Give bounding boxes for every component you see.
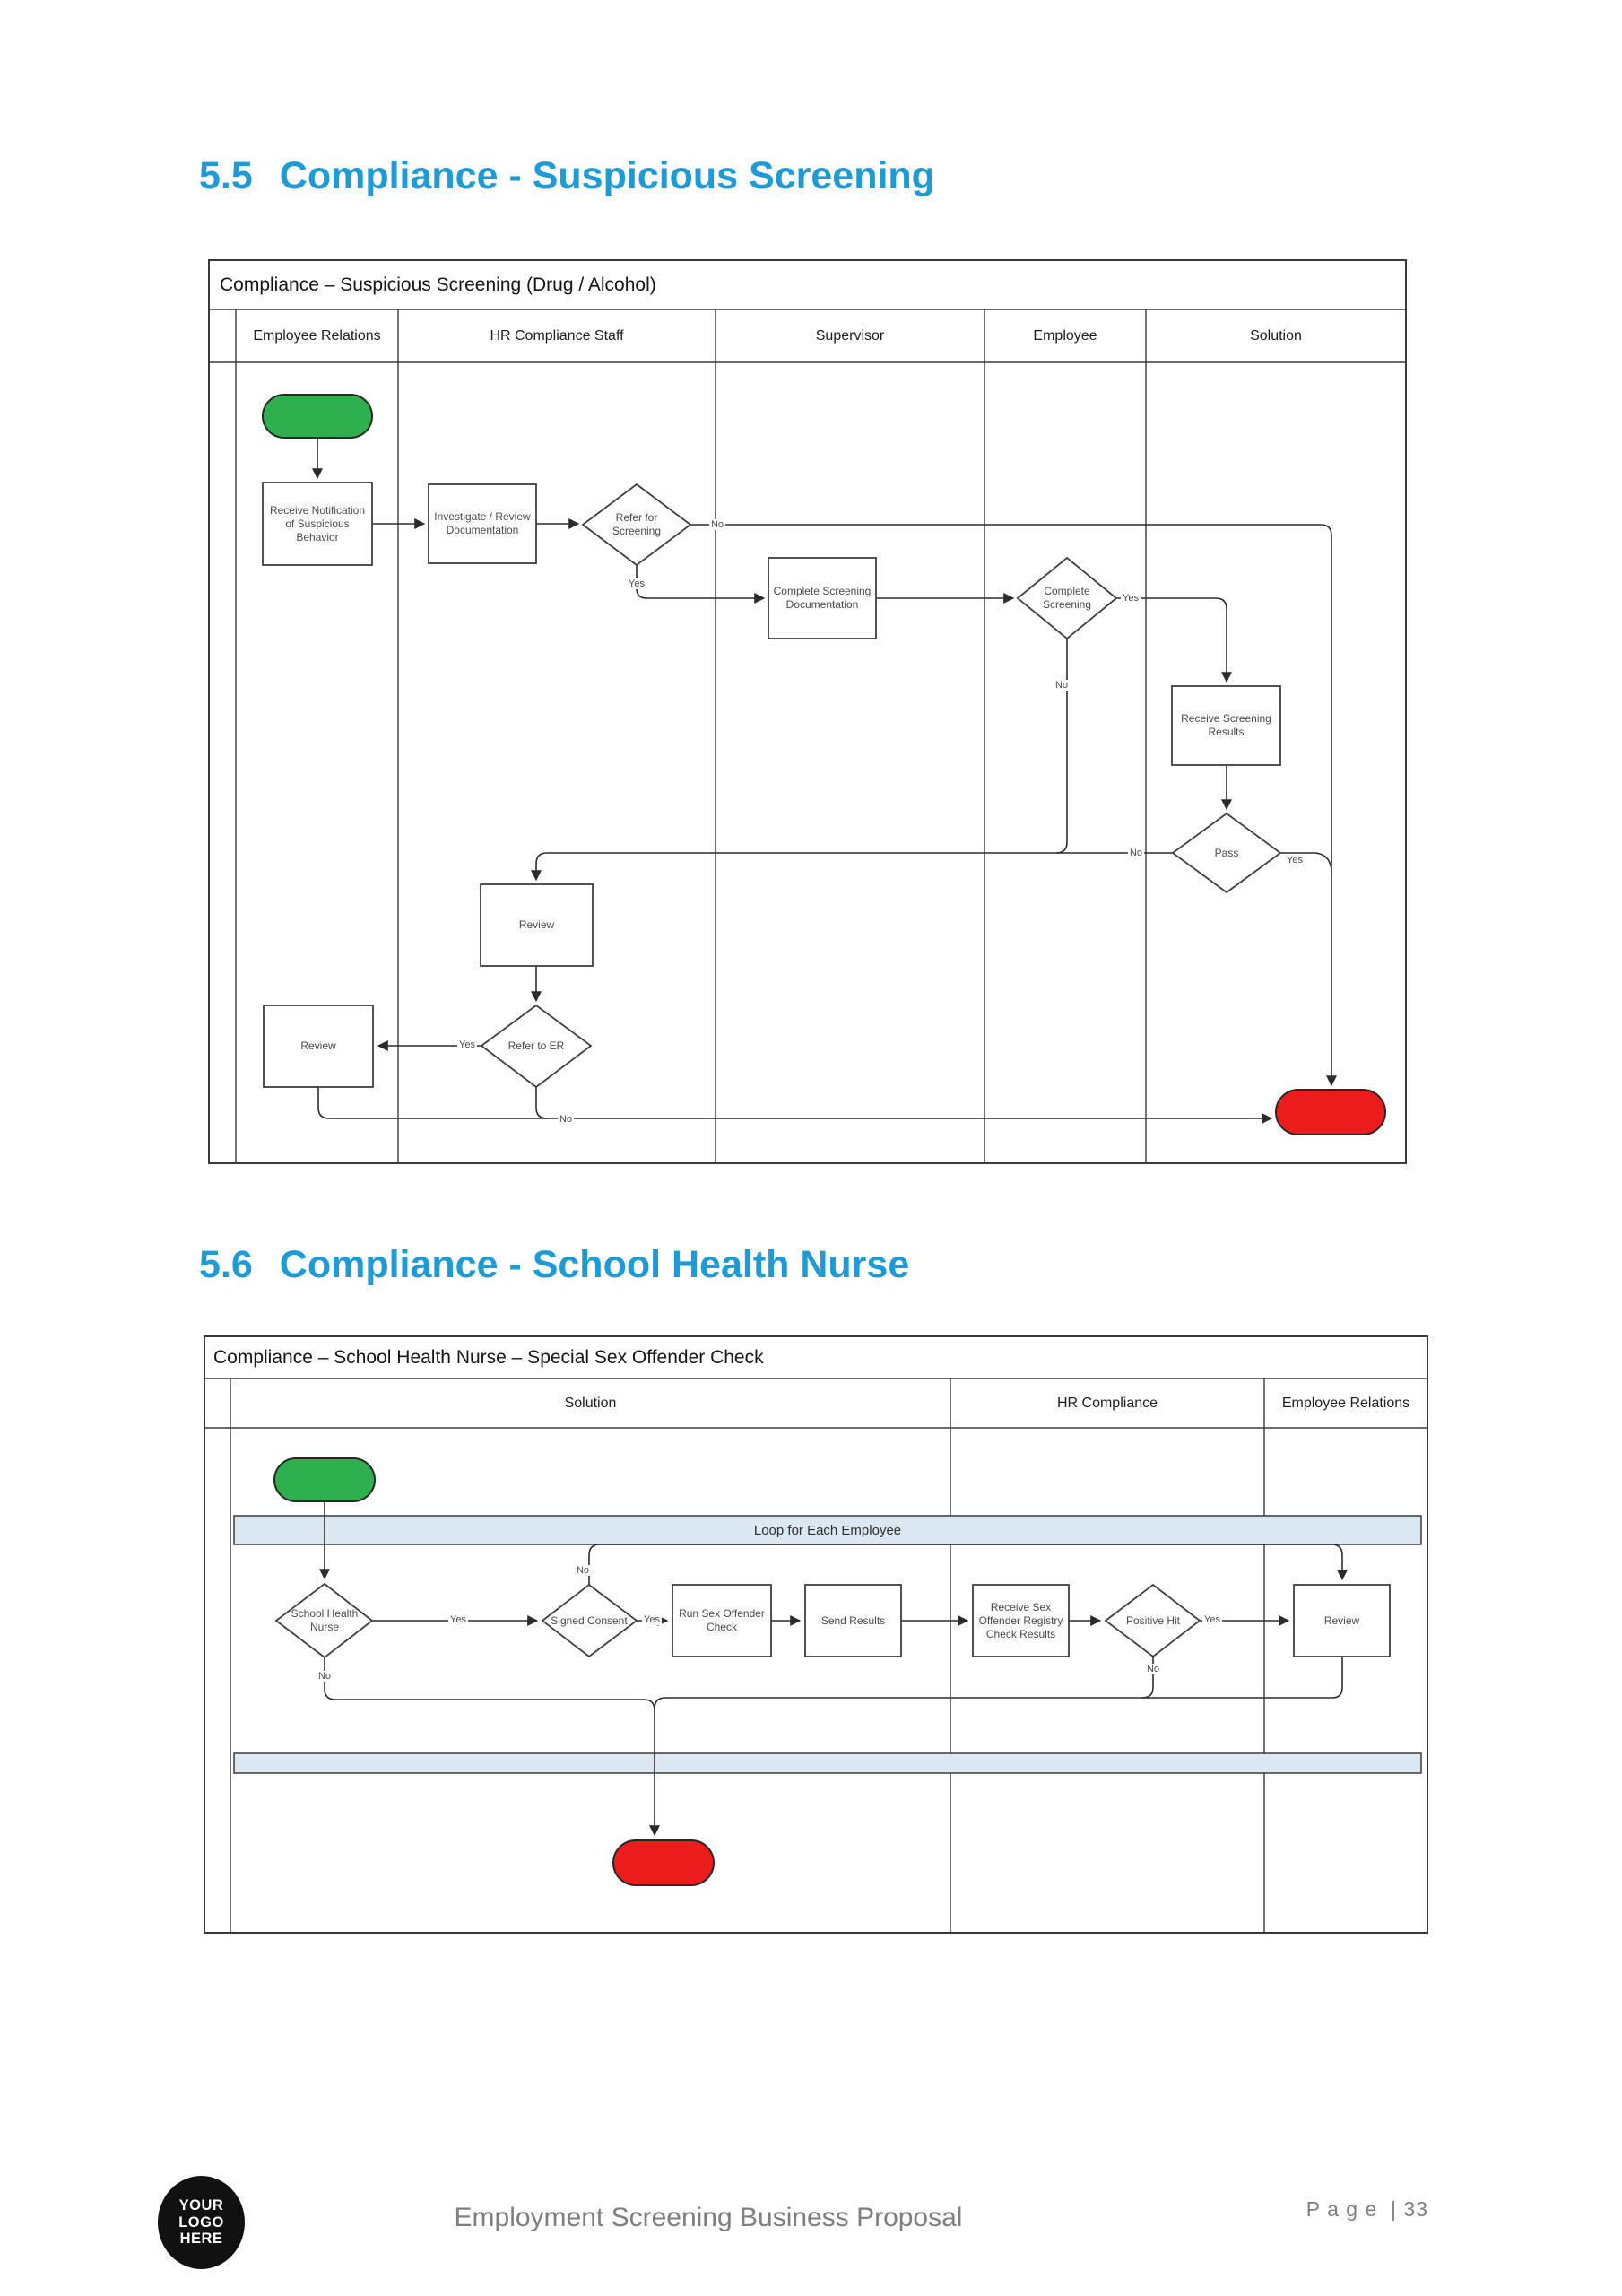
logo-placeholder: YOUR LOGO HERE [158, 2176, 245, 2269]
edge-label-no: No [1053, 680, 1071, 691]
process-investigate [428, 483, 537, 564]
start-terminator [273, 1457, 376, 1502]
flowchart1-frame [208, 259, 1407, 1164]
node-label: Complete Screening Documentation [773, 585, 872, 611]
flowchart1-title: Compliance – Suspicious Screening (Drug … [220, 274, 656, 295]
process-complete-screening-doc [768, 557, 877, 639]
start-terminator [262, 394, 373, 439]
flowchart1-connectors [312, 438, 1337, 1124]
node-label: School Health Nurse [291, 1607, 359, 1633]
logo-line: YOUR [178, 2197, 224, 2214]
node-label: Complete Screening [1042, 585, 1092, 611]
decision-complete-screening [1016, 556, 1118, 640]
process-run-check [672, 1584, 772, 1657]
node-label: Refer to ER [507, 1039, 565, 1052]
node-label: Signed Consent [551, 1613, 628, 1627]
decision-signed-consent [541, 1583, 638, 1658]
node-label: Send Results [820, 1613, 886, 1627]
flowchart2-frame [204, 1335, 1428, 1934]
process-review [1293, 1584, 1391, 1657]
loop-band-label: Loop for Each Employee [753, 1522, 902, 1538]
flowchart2-connectors [319, 1501, 1348, 1837]
process-send-results [804, 1584, 902, 1657]
node-label: Receive Sex Offender Registry Check Resu… [978, 1600, 1063, 1640]
lane-hr-compliance-staff: HR Compliance Staff [490, 327, 624, 344]
loop-band-top [233, 1515, 1422, 1545]
footer-document-title: Employment Screening Business Proposal [454, 2203, 963, 2232]
node-label: Review [300, 1039, 336, 1052]
lane-employee-relations: Employee Relations [1281, 1395, 1410, 1411]
flowchart2-shapes [273, 1457, 1391, 1886]
lane-solution: Solution [564, 1395, 617, 1411]
edge-label-no: No [708, 519, 726, 530]
edge-label-no: No [1144, 1664, 1162, 1674]
lane-employee-relations: Employee Relations [253, 327, 381, 344]
edge-label-no: No [574, 1565, 592, 1576]
section-number: 5.6 [199, 1243, 253, 1286]
end-terminator [1275, 1089, 1386, 1135]
logo-line: LOGO [178, 2213, 224, 2231]
flowchart1-shapes [262, 394, 1386, 1135]
process-review-hr [480, 883, 594, 967]
edge-label-yes: Yes [642, 1614, 662, 1625]
edge-label-yes: Yes [1202, 1614, 1222, 1625]
edge-label-yes: Yes [627, 578, 646, 589]
edge-label-yes: Yes [448, 1614, 468, 1625]
loop-band-bottom [233, 1752, 1422, 1774]
footer-page-number: P a g e | 33 [1305, 2196, 1428, 2221]
node-label: Pass [1214, 846, 1239, 859]
edge-label-no: No [1127, 848, 1145, 858]
decision-refer-for-screening [581, 483, 692, 567]
section-title: Compliance - Suspicious Screening [279, 154, 935, 197]
lane-supervisor: Supervisor [815, 327, 885, 344]
edge-label-no: No [316, 1671, 334, 1682]
section-number: 5.5 [199, 154, 253, 197]
edge-label-yes: Yes [457, 1039, 477, 1050]
edge-label-yes: Yes [1285, 855, 1305, 865]
node-label: Positive Hit [1125, 1613, 1181, 1627]
process-receive-registry [972, 1584, 1070, 1657]
edge-label-no: No [557, 1114, 575, 1125]
node-label: Investigate / Review Documentation [434, 510, 531, 536]
decision-school-health-nurse [274, 1582, 374, 1659]
lane-employee: Employee [1033, 327, 1097, 344]
process-review-er [263, 1004, 374, 1088]
process-receive-notification [262, 482, 373, 566]
lane-solution: Solution [1250, 327, 1302, 344]
process-receive-results [1171, 685, 1281, 766]
node-label: Review [1323, 1613, 1360, 1627]
decision-pass [1171, 812, 1282, 894]
section-heading-5-6: 5.6 Compliance - School Health Nurse [199, 1243, 909, 1287]
node-label: Receive Screening Results [1181, 712, 1271, 738]
decision-refer-to-er [480, 1004, 593, 1089]
logo-line: HERE [179, 2231, 223, 2248]
lane-hr-compliance: HR Compliance [1056, 1395, 1158, 1411]
section-heading-5-5: 5.5 Compliance - Suspicious Screening [199, 154, 935, 198]
edge-label-yes: Yes [1121, 593, 1141, 604]
node-label: Review [518, 918, 555, 931]
flowchart2-title: Compliance – School Health Nurse – Speci… [213, 1346, 764, 1368]
end-terminator [612, 1839, 715, 1886]
section-title: Compliance - School Health Nurse [279, 1243, 910, 1286]
node-label: Receive Notification of Suspicious Behav… [269, 503, 366, 544]
node-label: Run Sex Offender Check [679, 1607, 765, 1633]
decision-positive-hit [1104, 1583, 1201, 1658]
node-label: Refer for Screening [612, 511, 662, 537]
